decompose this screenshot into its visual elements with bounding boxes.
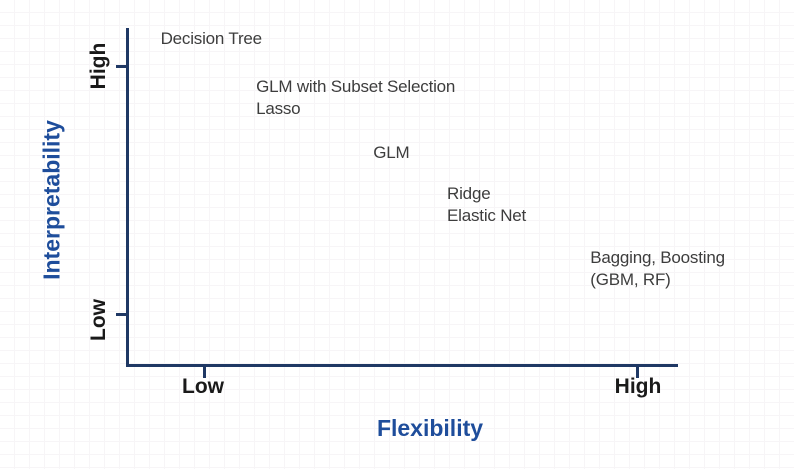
y-tick-high <box>116 65 127 68</box>
model-label-line1: Bagging, Boosting <box>590 248 725 268</box>
y-axis-title: Interpretability <box>38 120 65 280</box>
model-label-line2: (GBM, RF) <box>590 270 671 290</box>
model-label-line1: Decision Tree <box>160 28 263 48</box>
model-label-ridge-elastic-net: Ridge Elastic Net <box>447 183 526 227</box>
x-axis-line <box>126 364 678 367</box>
model-label-decision-tree: Decision Tree <box>160 28 263 50</box>
model-label-glm-subset-lasso: GLM with Subset Selection Lasso <box>256 76 455 120</box>
x-tick-label-low: Low <box>182 375 224 398</box>
model-label-line2: Elastic Net <box>447 205 527 225</box>
y-tick-label-low: Low <box>87 299 110 341</box>
x-tick-label-high: High <box>614 375 662 398</box>
model-label-line1: GLM with Subset Selection <box>256 77 456 97</box>
model-label-bagging-boosting: Bagging, Boosting (GBM, RF) <box>590 247 725 291</box>
model-label-line2: Lasso <box>256 99 301 119</box>
x-axis-title: Flexibility <box>376 415 484 441</box>
y-axis-line <box>126 28 129 367</box>
model-label-line1: GLM <box>373 142 410 162</box>
y-tick-label-high: High <box>87 42 110 90</box>
model-label-line1: Ridge <box>447 183 491 203</box>
x-tick-high <box>636 367 639 378</box>
y-tick-low <box>116 313 127 316</box>
x-tick-low <box>203 367 206 378</box>
model-label-glm: GLM <box>373 142 409 164</box>
